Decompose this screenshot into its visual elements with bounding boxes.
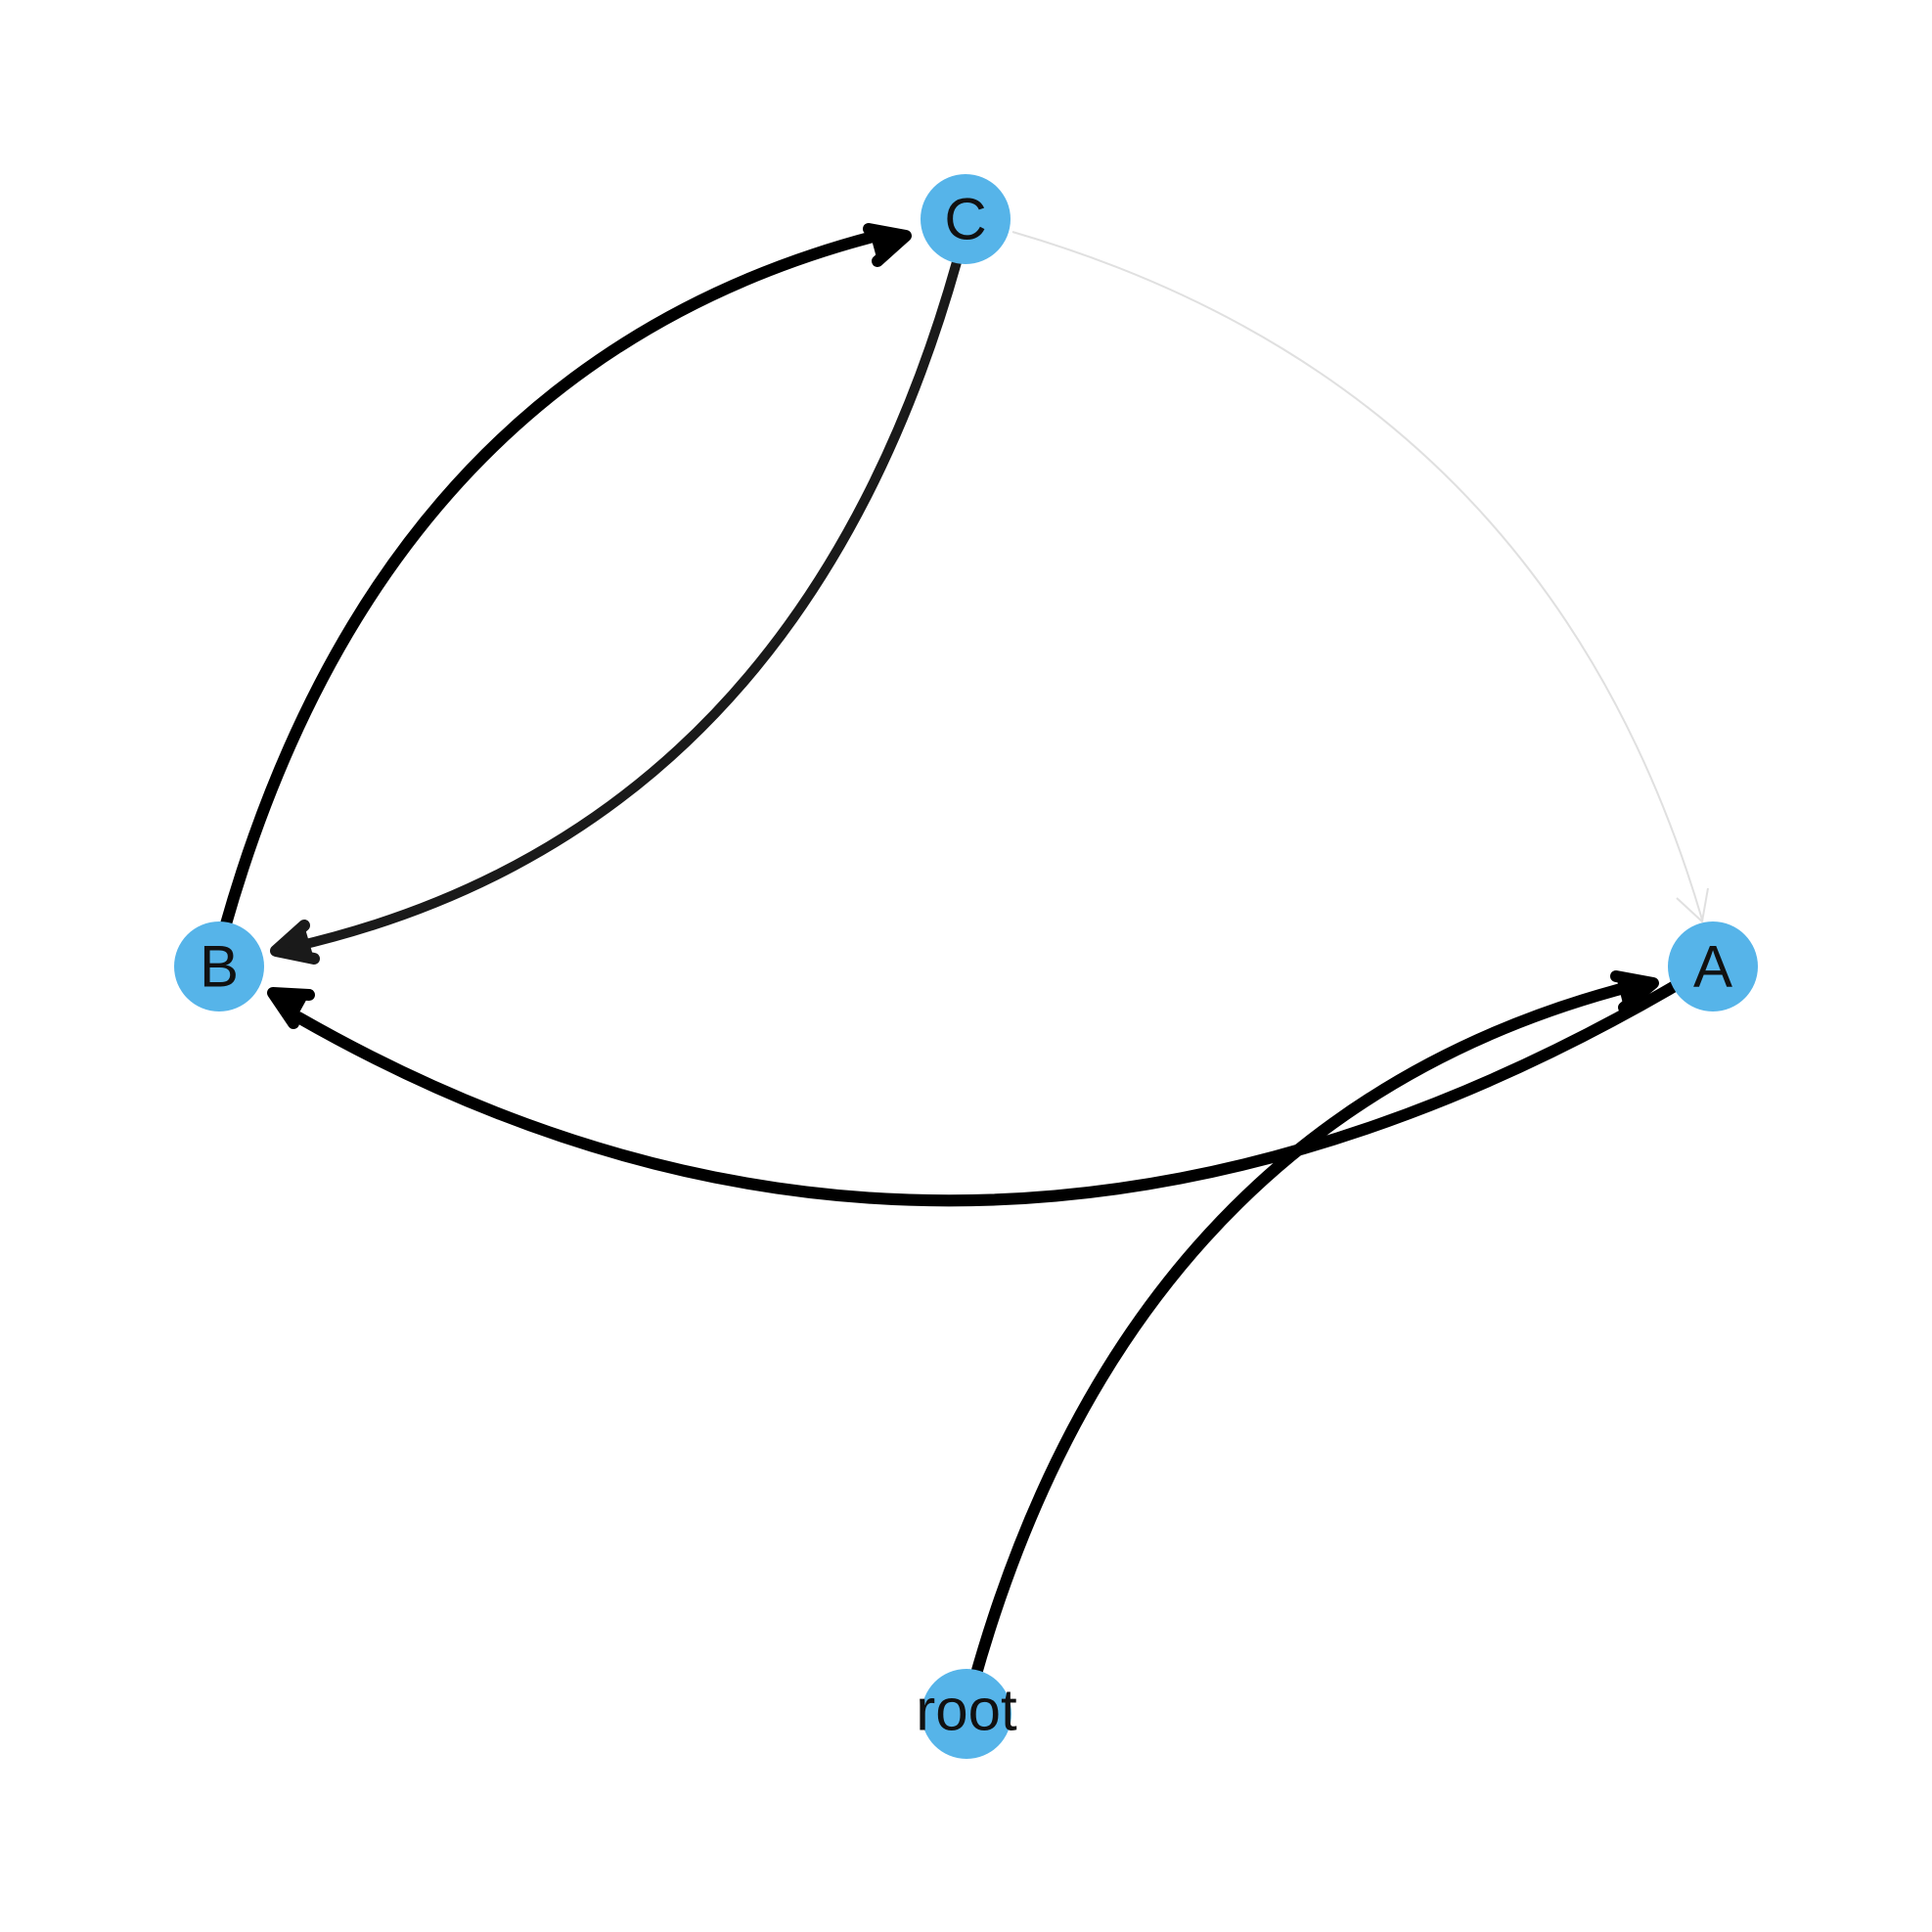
edge-c-to-a [1011, 231, 1709, 922]
node-b[interactable]: B [174, 921, 264, 1011]
node-c-circle [921, 174, 1011, 264]
edges [219, 223, 1709, 1686]
node-c[interactable]: C [921, 174, 1011, 264]
node-b-label: B [200, 934, 239, 1000]
node-root[interactable]: root [916, 1669, 1017, 1759]
node-a[interactable]: A [1668, 921, 1758, 1011]
node-c-label: C [944, 187, 986, 252]
edge-root-to-a [968, 970, 1659, 1686]
edge-c-to-b [270, 257, 962, 965]
node-root-circle [921, 1669, 1011, 1759]
node-a-label: A [1693, 934, 1732, 1000]
edge-b-to-c [219, 223, 912, 933]
node-root-label: root [916, 1678, 1017, 1743]
node-a-circle [1668, 921, 1758, 1011]
node-b-circle [174, 921, 264, 1011]
edge-a-to-b [267, 980, 1681, 1207]
nodes: C B A root [174, 174, 1758, 1759]
